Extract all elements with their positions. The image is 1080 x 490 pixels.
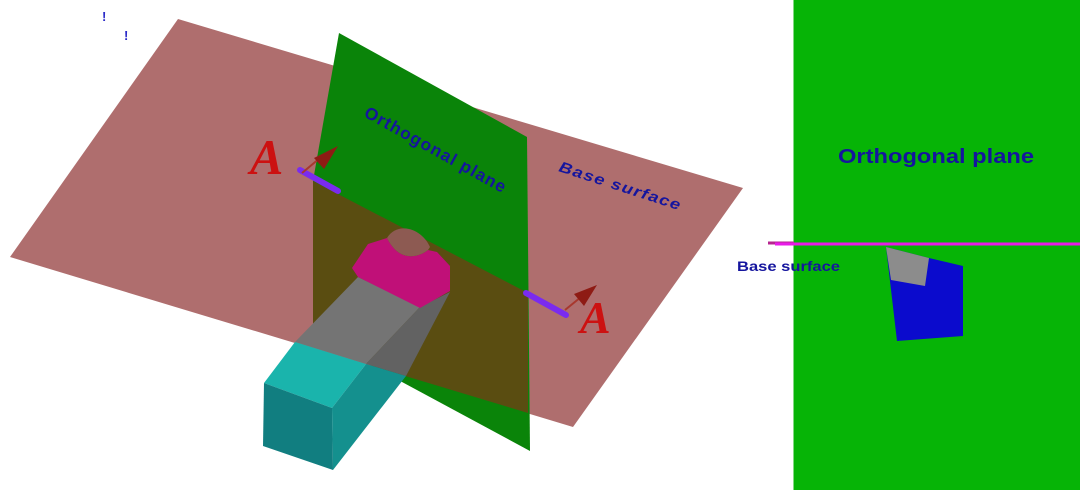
bar-hidden-side-face	[366, 292, 450, 376]
view-2d: Orthogonal plane Base surface	[737, 0, 1080, 490]
artifact-mark-2: !	[124, 28, 128, 43]
section-letter-left: A	[247, 129, 283, 185]
section-line-right	[523, 290, 569, 318]
view-3d: A A Orthogonal plane Base surface ! !	[10, 9, 743, 470]
orthogonal-plane-label-2d: Orthogonal plane	[838, 146, 1034, 168]
notch-groove	[387, 228, 430, 257]
section-profile-gray-2d	[886, 247, 929, 286]
arrow-head-left	[314, 146, 338, 169]
bar-end-face	[263, 383, 333, 470]
section-line-left	[297, 167, 341, 194]
section-letter-right: A	[577, 292, 611, 343]
bar-side-face	[332, 364, 406, 470]
arrow-head-right	[574, 285, 597, 306]
bar-hidden-top-face	[295, 277, 420, 364]
bar-top-face	[264, 342, 366, 408]
artifact-mark-1: !	[102, 9, 106, 24]
base-surface-label-2d: Base surface	[737, 258, 840, 274]
section-cut-face	[352, 238, 450, 308]
